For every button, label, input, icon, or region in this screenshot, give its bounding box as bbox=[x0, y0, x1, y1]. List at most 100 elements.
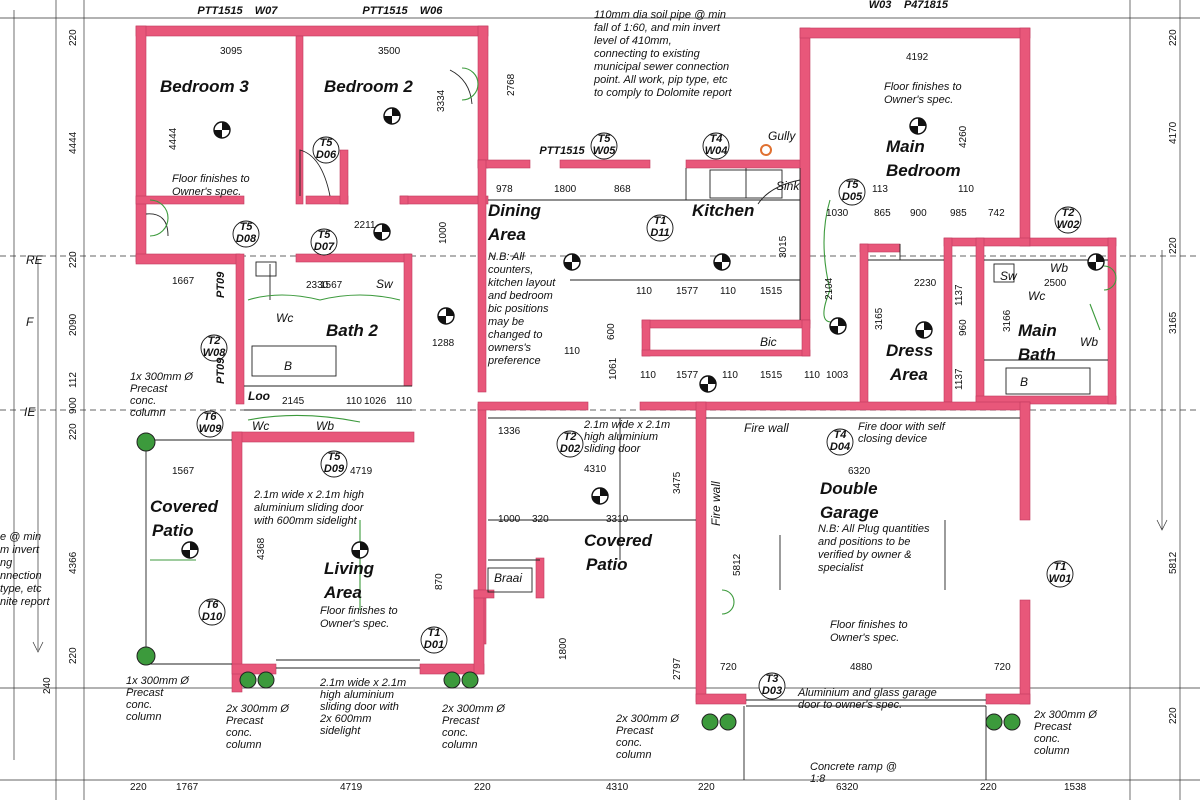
dimension-d-865: 865 bbox=[874, 208, 891, 219]
note-dining-nb-line: and bedroom bbox=[488, 290, 553, 302]
note-bottom-door-line: sliding door with bbox=[320, 701, 399, 713]
dimension-b-4719: 4719 bbox=[340, 782, 363, 793]
note-dining-nb-line: preference bbox=[487, 355, 541, 367]
dimension-d-720b: 720 bbox=[994, 662, 1011, 673]
note-col-left-line: 1x 300mm Ø bbox=[126, 675, 190, 687]
svg-text:PTT1515: PTT1515 bbox=[539, 145, 585, 157]
svg-text:T2: T2 bbox=[208, 335, 221, 347]
dimension-l-2090: 2090 bbox=[68, 313, 79, 336]
note-living-door-line: 2.1m wide x 2.1m high bbox=[253, 489, 364, 501]
note-living-door-line: with 600mm sidelight bbox=[254, 515, 358, 527]
room-main-bath-line2: Bath bbox=[1018, 345, 1056, 364]
room-dining-line1: Dining bbox=[488, 201, 541, 220]
note-dining-nb-line: N.B: All bbox=[488, 251, 525, 263]
note-garage-nb-line: and positions to be bbox=[818, 536, 910, 548]
dimension-d-2104: 2104 bbox=[824, 277, 835, 300]
dimension-d-5812a: 5812 bbox=[732, 553, 743, 576]
dimension-d-4880: 4880 bbox=[850, 662, 873, 673]
note-col-garage-r-line: column bbox=[1034, 745, 1069, 757]
dimension-r-220c: 220 bbox=[1168, 707, 1179, 724]
ceiling-light-icon bbox=[829, 317, 847, 335]
dimension-d-3166: 3166 bbox=[1002, 309, 1013, 332]
svg-text:D09: D09 bbox=[324, 463, 345, 475]
dimension-top-3500: 3500 bbox=[378, 46, 401, 57]
svg-text:T2: T2 bbox=[1062, 207, 1075, 219]
dimension-v-4444: 4444 bbox=[168, 127, 179, 150]
dimension-d-1030: 1030 bbox=[826, 208, 849, 219]
room-main-bedroom-line2: Bedroom bbox=[886, 161, 961, 180]
electrical-and-columns bbox=[136, 67, 1117, 731]
dimension-r-4170: 4170 bbox=[1168, 121, 1179, 144]
note-ramp-line: 1:8 bbox=[810, 773, 826, 785]
dimension-d-2500: 2500 bbox=[1044, 278, 1067, 289]
dimension-d-985: 985 bbox=[950, 208, 967, 219]
dimension-l-4366: 4366 bbox=[68, 551, 79, 574]
note-col-left-line: Precast bbox=[126, 687, 164, 699]
svg-text:D06: D06 bbox=[316, 149, 337, 161]
walls bbox=[135, 25, 1117, 705]
dimension-d-3165a: 3165 bbox=[874, 307, 885, 330]
label-wc-bath2: Wc bbox=[276, 311, 293, 325]
note-col-mid-left-line: 2x 300mm Ø bbox=[225, 703, 290, 715]
note-garage-nb-line: specialist bbox=[818, 562, 864, 574]
dimension-b-1538: 1538 bbox=[1064, 782, 1087, 793]
note-col-mid-line: 2x 300mm Ø bbox=[441, 703, 506, 715]
note-patio-door-line: sliding door bbox=[584, 443, 642, 455]
note-left-margin-line: ng bbox=[0, 557, 13, 569]
svg-text:PTT1515: PTT1515 bbox=[197, 5, 243, 17]
svg-text:T5: T5 bbox=[328, 451, 342, 463]
dimension-r-220a: 220 bbox=[1168, 29, 1179, 46]
dimension-d-1288: 1288 bbox=[432, 338, 455, 349]
note-col-upper-left-line: Precast bbox=[130, 383, 168, 395]
ceiling-light-icon bbox=[591, 487, 609, 505]
label-bath-b: B bbox=[284, 359, 292, 373]
dimension-d-868: 868 bbox=[614, 184, 631, 195]
note-floor-living-line: Owner's spec. bbox=[320, 618, 389, 630]
note-col-garage-l-line: 2x 300mm Ø bbox=[615, 713, 680, 725]
svg-text:D02: D02 bbox=[560, 443, 580, 455]
note-dining-nb-line: owners's bbox=[488, 342, 532, 354]
dimension-d-1000v: 1000 bbox=[438, 221, 449, 244]
room-covered-patio-left-line2: Patio bbox=[152, 521, 194, 540]
note-fire-door-line: Fire door with self bbox=[858, 421, 946, 433]
note-garage-nb-line: N.B: All Plug quantities bbox=[818, 523, 930, 535]
label-wb-loo: Wb bbox=[316, 419, 334, 433]
note-col-mid-left-line: conc. bbox=[226, 727, 252, 739]
label-ie: IE bbox=[24, 405, 36, 419]
note-soil-pipe-line: fall of 1:60, and min invert bbox=[594, 22, 721, 34]
label-bic: Bic bbox=[760, 335, 777, 349]
ceiling-light-icon bbox=[351, 541, 369, 559]
dimension-d-1137a: 1137 bbox=[954, 284, 965, 306]
label-fire-wall-1: Fire wall bbox=[744, 421, 789, 435]
dimension-d-720a: 720 bbox=[720, 662, 737, 673]
label-braai: Braai bbox=[494, 571, 522, 585]
label-loo: Loo bbox=[248, 389, 270, 403]
room-dress-area-line2: Area bbox=[889, 365, 928, 384]
dimension-d-1061: 1061 bbox=[608, 357, 619, 380]
room-main-bedroom-line1: Main bbox=[886, 137, 925, 156]
room-kitchen: Kitchen bbox=[692, 201, 754, 220]
ceiling-light-icon bbox=[915, 321, 933, 339]
label-sw-mainbath: Sw bbox=[1000, 269, 1018, 283]
note-left-margin-line: e @ min bbox=[0, 531, 41, 543]
note-garage-nb-line: verified by owner & bbox=[818, 549, 912, 561]
note-ramp-line: Concrete ramp @ bbox=[810, 761, 897, 773]
note-left-margin-line: m invert bbox=[0, 544, 40, 556]
label-wb-mainbath-2: Wb bbox=[1080, 335, 1098, 349]
dimension-d-2145: 2145 bbox=[282, 396, 305, 407]
note-col-garage-r-line: Precast bbox=[1034, 721, 1072, 733]
room-bedroom-3: Bedroom 3 bbox=[160, 77, 249, 96]
note-soil-pipe-line: level of 410mm, bbox=[594, 35, 672, 47]
svg-text:T1: T1 bbox=[1054, 561, 1067, 573]
note-garage-door-line: door to owner's spec. bbox=[798, 699, 902, 711]
label-wb-mainbath: Wb bbox=[1050, 261, 1068, 275]
ceiling-light-icon bbox=[213, 121, 231, 139]
svg-text:T6: T6 bbox=[206, 599, 220, 611]
room-living-area-line1: Living bbox=[324, 559, 375, 578]
dimension-d-1000h: 1000 bbox=[498, 514, 521, 525]
label-sink: Sink bbox=[776, 179, 800, 193]
note-floor-garage-line: Floor finishes to bbox=[830, 619, 908, 631]
note-col-left-line: column bbox=[126, 711, 161, 723]
